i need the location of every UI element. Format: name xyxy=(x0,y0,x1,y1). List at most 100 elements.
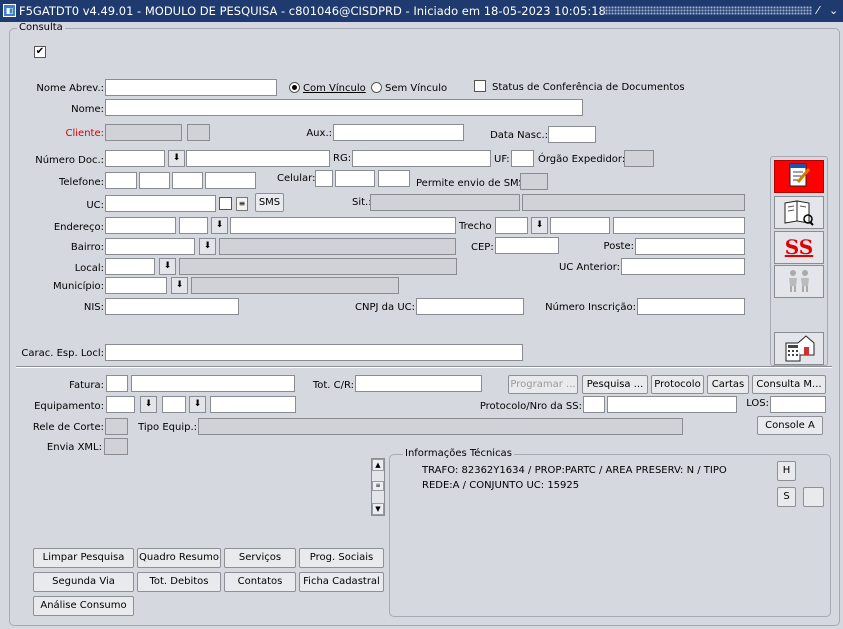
sem-vinculo-radio[interactable] xyxy=(371,82,382,93)
equipamento-input-1[interactable] xyxy=(106,396,135,413)
equipamento-input-2[interactable] xyxy=(162,396,186,413)
blank-button[interactable] xyxy=(803,487,824,507)
orgao-expedidor-input[interactable] xyxy=(624,150,654,167)
permite-sms-input[interactable] xyxy=(520,173,548,190)
numero-doc-input[interactable] xyxy=(186,150,330,167)
poste-input[interactable] xyxy=(635,238,745,255)
los-input[interactable] xyxy=(770,396,826,413)
status-conferencia-checkbox[interactable] xyxy=(474,80,486,92)
local-desc-input[interactable] xyxy=(179,258,457,275)
bairro-input[interactable] xyxy=(105,238,195,255)
telefone-input-3[interactable] xyxy=(205,172,256,189)
servicos-button[interactable]: Serviços xyxy=(224,548,296,568)
envia-xml-input[interactable] xyxy=(104,438,128,455)
celular-ddd-input[interactable] xyxy=(315,170,333,187)
protocolo-type-input[interactable] xyxy=(583,396,605,413)
bairro-dropdown-icon[interactable]: ⬇ xyxy=(199,238,216,255)
sit-desc-input[interactable] xyxy=(522,194,745,211)
tipo-equip-input[interactable] xyxy=(198,418,683,435)
cnpj-uc-input[interactable] xyxy=(416,298,524,315)
book-search-icon[interactable] xyxy=(774,196,824,229)
municipio-dropdown-icon[interactable]: ⬇ xyxy=(171,277,188,294)
minimize-icon[interactable]: ⌄ xyxy=(829,4,839,17)
nome-abrev-input[interactable] xyxy=(105,79,277,96)
calculator-report-icon[interactable] xyxy=(774,332,824,365)
trecho-input-2[interactable] xyxy=(550,217,610,234)
analise-consumo-button[interactable]: Análise Consumo xyxy=(33,596,134,616)
endereco-dropdown-icon[interactable]: ⬇ xyxy=(211,217,228,234)
telefone-input-2[interactable] xyxy=(172,172,203,189)
app-icon[interactable]: ◧ xyxy=(3,4,16,17)
sit-input[interactable] xyxy=(370,194,520,211)
endereco-titulo-input[interactable] xyxy=(179,217,208,234)
bairro-desc-input[interactable] xyxy=(219,238,456,255)
segunda-via-button[interactable]: Segunda Via xyxy=(33,572,134,592)
nis-input[interactable] xyxy=(105,298,239,315)
telefone-input-1[interactable] xyxy=(139,172,170,189)
equipamento-input-3[interactable] xyxy=(210,396,296,413)
aux-label: Aux.: xyxy=(306,128,332,139)
cep-input[interactable] xyxy=(495,237,559,254)
pin-icon[interactable]: ⁄ xyxy=(817,4,819,17)
contatos-button[interactable]: Contatos xyxy=(224,572,296,592)
endereco-tipo-input[interactable] xyxy=(105,217,176,234)
notepad-edit-icon[interactable] xyxy=(774,160,824,193)
local-input[interactable] xyxy=(105,258,155,275)
prog-sociais-button[interactable]: Prog. Sociais xyxy=(299,548,384,568)
protocolo-nro-input[interactable] xyxy=(607,396,737,413)
people-icon[interactable] xyxy=(774,265,824,298)
ss-button[interactable]: SS xyxy=(774,231,824,264)
trecho-dropdown-icon[interactable]: ⬇ xyxy=(531,217,548,234)
fatura-type-input[interactable] xyxy=(106,375,128,392)
pesquisa-button[interactable]: Pesquisa ... xyxy=(582,375,648,394)
trecho-input[interactable] xyxy=(495,217,528,234)
s-button[interactable]: S xyxy=(777,487,796,507)
ficha-cadastral-button[interactable]: Ficha Cadastral xyxy=(299,572,384,592)
tot-debitos-button[interactable]: Tot. Debitos xyxy=(137,572,221,592)
scrollbar[interactable]: ▲ ≡ ▼ xyxy=(371,458,385,516)
telefone-ddd-input[interactable] xyxy=(105,172,137,189)
celular-input-1[interactable] xyxy=(335,170,375,187)
local-dropdown-icon[interactable]: ⬇ xyxy=(159,258,176,275)
uf-input[interactable] xyxy=(511,150,534,167)
uc-input[interactable] xyxy=(105,195,216,212)
fatura-input[interactable] xyxy=(131,375,295,392)
numero-doc-type-input[interactable] xyxy=(105,150,165,167)
consulta-m-button[interactable]: Consulta M... xyxy=(752,375,826,394)
top-checkbox[interactable]: ✔ xyxy=(34,46,46,58)
rg-input[interactable] xyxy=(352,150,491,167)
scroll-down-icon[interactable]: ▼ xyxy=(372,503,384,515)
uc-checkbox[interactable] xyxy=(219,197,232,210)
endereco-input[interactable] xyxy=(230,217,456,234)
numero-inscricao-input[interactable] xyxy=(637,298,745,315)
document-icon[interactable]: ≡ xyxy=(236,197,248,211)
numero-doc-dropdown-icon[interactable]: ⬇ xyxy=(168,150,185,167)
scroll-thumb[interactable]: ≡ xyxy=(372,481,384,491)
data-nasc-input[interactable] xyxy=(548,126,596,143)
com-vinculo-radio[interactable] xyxy=(289,82,300,93)
programar-button[interactable]: Programar ... xyxy=(508,375,578,394)
nome-input[interactable] xyxy=(105,99,583,116)
sms-button[interactable]: SMS xyxy=(255,193,284,212)
equipamento-dropdown-icon-2[interactable]: ⬇ xyxy=(189,396,206,413)
limpar-pesquisa-button[interactable]: Limpar Pesquisa xyxy=(33,548,134,568)
quadro-resumo-button[interactable]: Quadro Resumo xyxy=(137,548,221,568)
h-button[interactable]: H xyxy=(777,461,796,481)
uc-anterior-input[interactable] xyxy=(621,258,745,275)
scroll-up-icon[interactable]: ▲ xyxy=(372,459,384,471)
cliente-dv-input[interactable] xyxy=(187,124,210,141)
cartas-button[interactable]: Cartas xyxy=(707,375,749,394)
municipio-input[interactable] xyxy=(105,277,167,294)
tot-cr-input[interactable] xyxy=(355,375,482,392)
rele-corte-input[interactable] xyxy=(105,418,128,435)
aux-input[interactable] xyxy=(333,124,464,141)
console-a-button[interactable]: Console A xyxy=(757,416,823,435)
carac-esp-locl-input[interactable] xyxy=(105,344,523,361)
cliente-input[interactable] xyxy=(105,124,182,141)
protocolo-button[interactable]: Protocolo xyxy=(651,375,704,394)
envia-xml-label: Envia XML: xyxy=(46,442,102,453)
celular-input-2[interactable] xyxy=(378,170,410,187)
municipio-desc-input[interactable] xyxy=(191,277,399,294)
trecho-input-3[interactable] xyxy=(613,217,745,234)
equipamento-dropdown-icon-1[interactable]: ⬇ xyxy=(140,396,157,413)
